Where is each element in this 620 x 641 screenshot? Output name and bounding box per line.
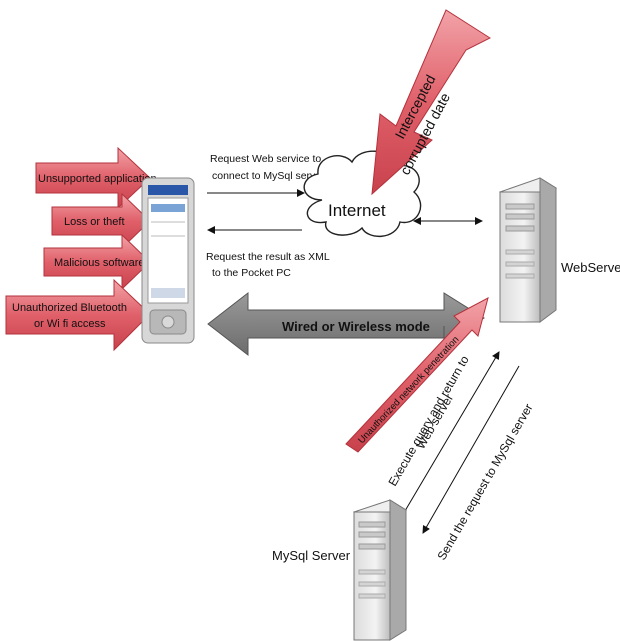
threat-label-loss: Loss or theft [64,216,125,228]
result-label-line1: Request the result as XML [206,251,330,263]
threat-arrow-malicious: Malicious software [43,233,151,291]
execute-arrow [401,351,500,517]
result-label-line2: to the Pocket PC [212,267,291,279]
threat-label-malicious: Malicious software [54,257,144,269]
internet-label: Internet [328,201,386,220]
wired-label: Wired or Wireless mode [282,319,430,334]
webserver-label: WebServer [561,260,620,275]
request-label-line1: Request Web service to [210,153,321,165]
threat-label-bluetooth-line1: Unauthorized Bluetooth [12,302,127,314]
threat-arrow-unauthorized: Unauthorized Bluetooth or Wi fi access [5,278,151,352]
webserver-tower [498,177,558,323]
send-arrow [422,365,520,534]
request-label-line2: connect to MySql server [212,170,325,182]
intercept-arrow: Intercepted corrupted date [371,9,492,196]
pocket-pc-device [141,177,195,344]
mysql-server-tower [352,499,408,641]
threat-label-bluetooth-line2: or Wi fi access [34,318,106,330]
mysql-label: MySql Server [272,548,351,563]
threat-arrow-unsupported: Unsupported application [35,146,157,210]
threat-label-unsupported: Unsupported application [38,173,157,185]
threat-arrow-loss: Loss or theft [51,192,151,250]
